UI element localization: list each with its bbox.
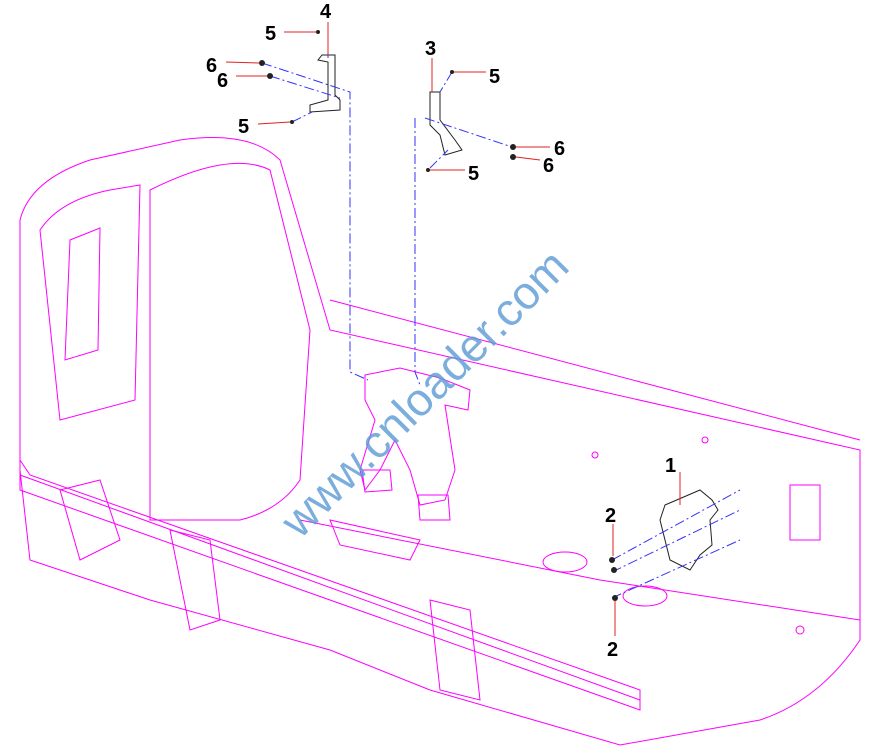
callout-5: 5 [238, 116, 249, 138]
bracket-3 [429, 91, 463, 156]
callout-5: 5 [489, 66, 500, 88]
callout-6: 6 [206, 55, 217, 77]
watermark: www.cnloader.com [270, 239, 579, 548]
callout-4: 4 [320, 1, 332, 23]
callout-6: 6 [543, 155, 554, 177]
callout-2: 2 [607, 639, 618, 661]
callout-5: 5 [468, 163, 479, 185]
callout-3: 3 [425, 38, 436, 60]
callout-1: 1 [665, 455, 676, 477]
callout-2: 2 [605, 505, 616, 527]
callout-5: 5 [265, 23, 276, 45]
bracket-4 [309, 54, 341, 113]
vehicle-body-outline [19, 137, 861, 746]
pedal-assembly [359, 367, 471, 521]
callout-6: 6 [217, 70, 228, 92]
leader-lines [225, 22, 681, 636]
fasteners [259, 30, 618, 601]
bracket-1 [659, 489, 719, 571]
callout-6: 6 [554, 138, 565, 160]
